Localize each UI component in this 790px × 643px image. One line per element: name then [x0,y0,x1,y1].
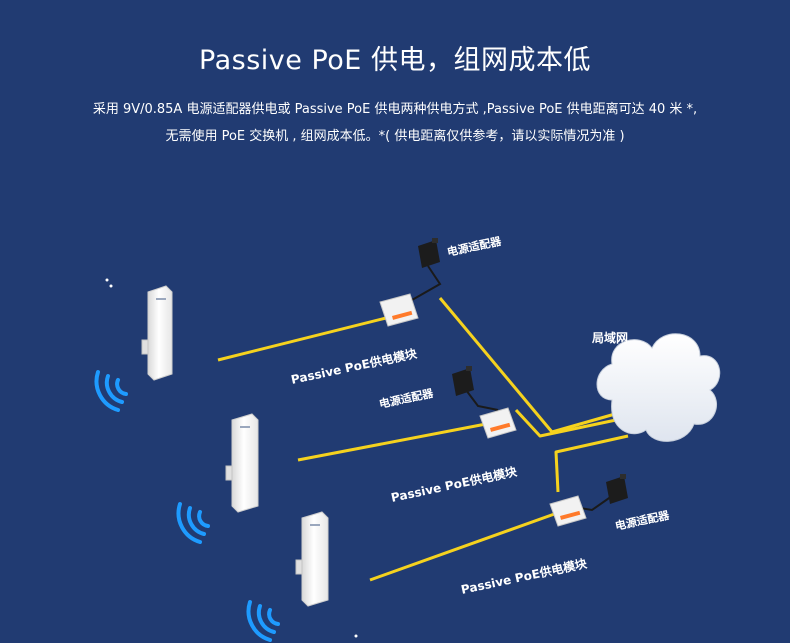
page-title: Passive PoE 供电，组网成本低 [199,45,591,76]
cable-ap2-to-module2 [297,422,487,462]
module-label-3: Passive PoE供电模块 [460,555,590,597]
adapter-label-3: 电源适配器 [614,508,672,533]
adapter-label-2: 电源适配器 [378,386,436,411]
lan-cloud [596,333,721,442]
power-cable-1 [411,265,442,301]
power-adapter-1 [418,238,440,268]
cable-module1-to-lan [438,297,623,434]
decorative-dots [105,278,358,638]
cable-ap1-to-module1 [217,316,387,362]
description-line-1: 采用 9V/0.85A 电源适配器供电或 Passive PoE 供电两种供电方… [92,102,698,117]
wifi-signal-icon [94,370,128,412]
poe-module-2 [479,407,517,439]
description-line-2: 无需使用 PoE 交换机 , 组网成本低。*( 供电距离仅供参考，请以实际情况为… [165,129,625,144]
power-adapter-3 [606,474,628,504]
access-point-2 [225,413,259,513]
module-label-2: Passive PoE供电模块 [390,463,520,505]
adapter-label-1: 电源适配器 [446,234,504,259]
poe-module-3 [549,495,587,527]
lan-label: 局域网 [592,330,628,345]
wifi-signal-icon [176,502,210,544]
power-cable-2 [465,389,499,411]
access-point-1 [141,285,173,381]
power-cables [411,265,613,512]
module-label-1: Passive PoE供电模块 [290,345,420,387]
power-adapter-2 [452,366,474,396]
poe-module-1 [379,293,419,327]
cable-ap3-to-module3 [369,510,561,582]
cable-module3-to-lan [554,434,629,493]
access-point-3 [295,511,329,607]
cable-module2-to-lan [514,408,617,438]
wifi-signal-icon [246,600,280,642]
description: 采用 9V/0.85A 电源适配器供电或 Passive PoE 供电两种供电方… [30,96,760,150]
power-cable-3 [579,495,613,512]
ethernet-cables [217,297,629,582]
